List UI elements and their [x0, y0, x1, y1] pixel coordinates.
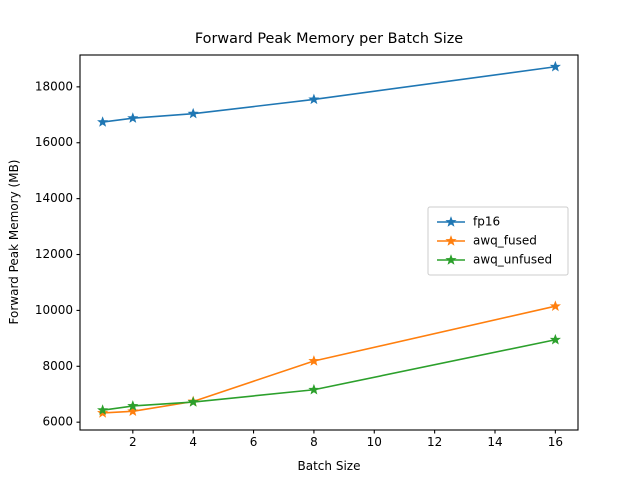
data-point-marker	[187, 396, 199, 407]
x-tick-label: 12	[427, 435, 442, 449]
data-point-marker	[127, 400, 139, 411]
y-tick-label: 6000	[42, 415, 73, 429]
y-axis-label: Forward Peak Memory (MB)	[7, 160, 21, 325]
data-series-group	[97, 60, 561, 418]
x-axis-label: Batch Size	[298, 459, 361, 473]
legend-label-fp16[interactable]: fp16	[473, 215, 500, 229]
axes-spines	[79, 54, 579, 431]
chart-legend[interactable]: fp16 awq_fused awq_unfused	[427, 206, 569, 276]
y-tick-label: 14000	[35, 191, 73, 205]
y-tick-label: 8000	[42, 359, 73, 373]
y-tick-label: 10000	[35, 303, 73, 317]
data-point-marker	[127, 112, 139, 123]
y-tick-label: 18000	[35, 79, 73, 93]
y-tick-label: 16000	[35, 135, 73, 149]
legend-label-awq_fused[interactable]: awq_fused	[473, 234, 537, 248]
data-point-marker	[308, 93, 320, 105]
data-point-marker	[549, 60, 561, 72]
data-point-marker	[549, 333, 561, 345]
legend-frame	[427, 206, 569, 276]
x-axis-ticks: 2 4 6 8 10 12 14 16	[129, 430, 563, 449]
x-tick-label: 14	[487, 435, 502, 449]
series-fp16	[97, 60, 561, 127]
x-tick-label: 4	[189, 435, 197, 449]
data-point-marker	[308, 355, 320, 366]
x-tick-label: 2	[129, 435, 137, 449]
data-point-marker	[127, 405, 139, 417]
data-point-marker	[187, 107, 199, 119]
chart-title: Forward Peak Memory per Batch Size	[195, 31, 463, 47]
x-tick-label: 8	[310, 435, 318, 449]
legend-marker-awq_fused	[445, 235, 457, 246]
data-point-marker	[549, 300, 561, 311]
x-tick-label: 16	[548, 435, 563, 449]
y-tick-label: 12000	[35, 247, 73, 261]
data-point-marker	[97, 116, 109, 127]
legend-marker-fp16	[445, 216, 457, 227]
x-tick-label: 10	[367, 435, 382, 449]
legend-marker-awq_unfused	[445, 254, 457, 265]
legend-label-awq_unfused[interactable]: awq_unfused	[473, 253, 552, 267]
x-tick-label: 6	[250, 435, 258, 449]
y-axis-ticks: 6000 8000 10000 12000 14000 16000 18000	[35, 79, 80, 429]
series-awq_unfused	[97, 333, 561, 415]
data-point-marker	[97, 404, 109, 415]
data-point-marker	[308, 383, 320, 395]
